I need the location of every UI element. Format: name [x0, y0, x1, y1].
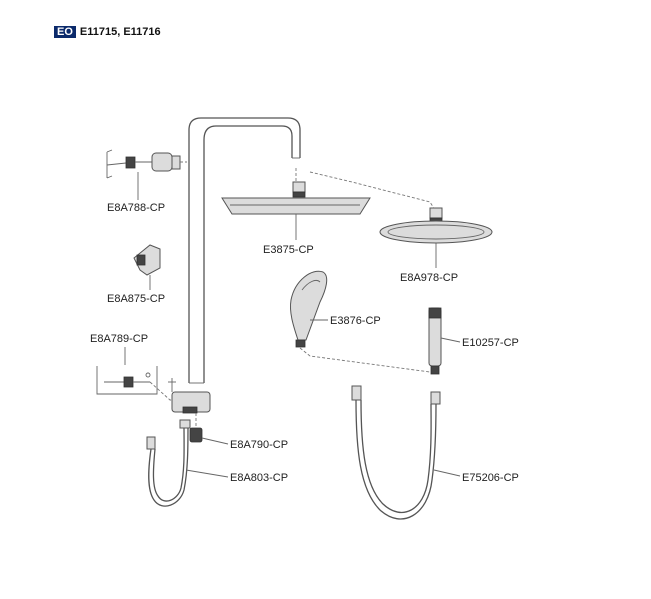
nut-illustration — [189, 413, 203, 443]
round-head-illustration — [379, 207, 493, 244]
alt-connection-dash — [309, 171, 436, 211]
leader-e10257 — [440, 337, 461, 343]
lower-bracket-illustration — [96, 366, 174, 401]
short-hose-illustration — [146, 419, 191, 507]
label-e8a875: E8A875-CP — [107, 293, 165, 305]
label-e10257: E10257-CP — [462, 337, 519, 349]
label-e3875: E3875-CP — [263, 244, 314, 256]
title-models: E11715, E11716 — [79, 26, 161, 38]
label-e8a788: E8A788-CP — [107, 202, 165, 214]
label-e8a790: E8A790-CP — [230, 439, 288, 451]
diverter-illustration — [168, 378, 211, 414]
label-e75206: E75206-CP — [462, 472, 519, 484]
riser-pipe — [188, 117, 301, 384]
title-prefix: EO — [54, 26, 76, 38]
label-e8a789: E8A789-CP — [90, 333, 148, 345]
leader-e8a790 — [201, 437, 229, 445]
square-head-illustration — [221, 168, 371, 215]
label-e8a803: E8A803-CP — [230, 472, 288, 484]
hand-shower-illustration — [290, 270, 431, 373]
label-e8a978: E8A978-CP — [400, 272, 458, 284]
label-e3876: E3876-CP — [330, 315, 381, 327]
leader-e75206 — [433, 469, 461, 477]
wall-bracket-illustration — [106, 149, 187, 179]
stick-shower-illustration — [428, 307, 442, 375]
long-hose-illustration — [351, 385, 441, 520]
holder-illustration — [133, 244, 161, 276]
leader-e8a803 — [185, 469, 229, 478]
